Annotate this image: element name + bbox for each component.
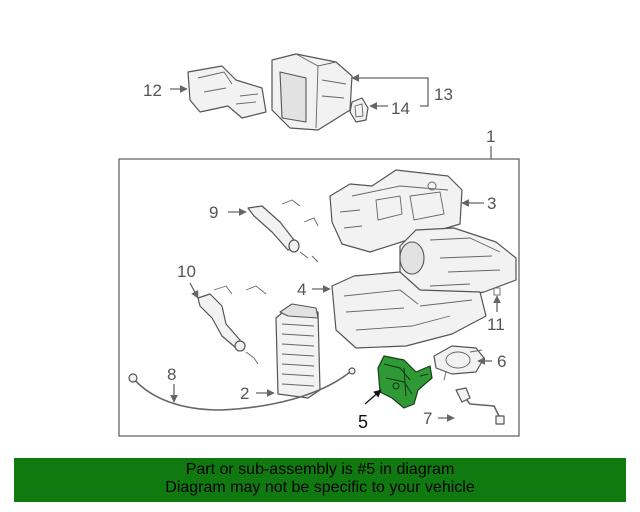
bracket-13 xyxy=(420,77,429,107)
callout-4: 4 xyxy=(297,280,306,299)
callout-11: 11 xyxy=(487,315,505,334)
part-12-duct[interactable] xyxy=(187,65,267,119)
callout-2: 2 xyxy=(240,384,249,403)
part-13-case[interactable] xyxy=(271,53,353,131)
part-2-heater-core[interactable] xyxy=(275,303,321,399)
info-banner: Part or sub-assembly is #5 in diagram Di… xyxy=(14,458,626,502)
leader-5 xyxy=(364,389,382,405)
callout-10: 10 xyxy=(177,262,196,281)
part-5-highlighted[interactable] xyxy=(377,355,433,409)
part-7-sensor[interactable] xyxy=(455,387,505,425)
callout-12: 12 xyxy=(143,81,162,100)
callout-9: 9 xyxy=(209,203,218,222)
callout-5: 5 xyxy=(358,412,368,432)
part-9-hose[interactable] xyxy=(247,199,319,263)
callout-7: 7 xyxy=(423,409,432,428)
part-14-clip[interactable] xyxy=(349,97,369,123)
callout-6: 6 xyxy=(497,352,506,371)
banner-line-2: Diagram may not be specific to your vehi… xyxy=(165,479,475,496)
parts-diagram: 12 13 14 1 3 9 10 4 11 6 8 2 7 5 xyxy=(118,53,520,437)
banner-line-1: Part or sub-assembly is #5 in diagram xyxy=(185,461,455,478)
callout-13: 13 xyxy=(434,85,453,104)
part-4-lower-case[interactable] xyxy=(331,271,487,349)
part-10-hose[interactable] xyxy=(197,285,267,365)
leader-10 xyxy=(189,282,199,299)
callout-3: 3 xyxy=(487,194,496,213)
part-8-cable[interactable] xyxy=(128,367,356,411)
callout-8: 8 xyxy=(167,365,176,384)
callout-1: 1 xyxy=(486,127,495,146)
part-6-motor[interactable] xyxy=(433,345,485,381)
callout-14: 14 xyxy=(391,99,410,118)
assembly-box xyxy=(118,158,520,437)
part-11-heater-case[interactable] xyxy=(399,227,517,301)
